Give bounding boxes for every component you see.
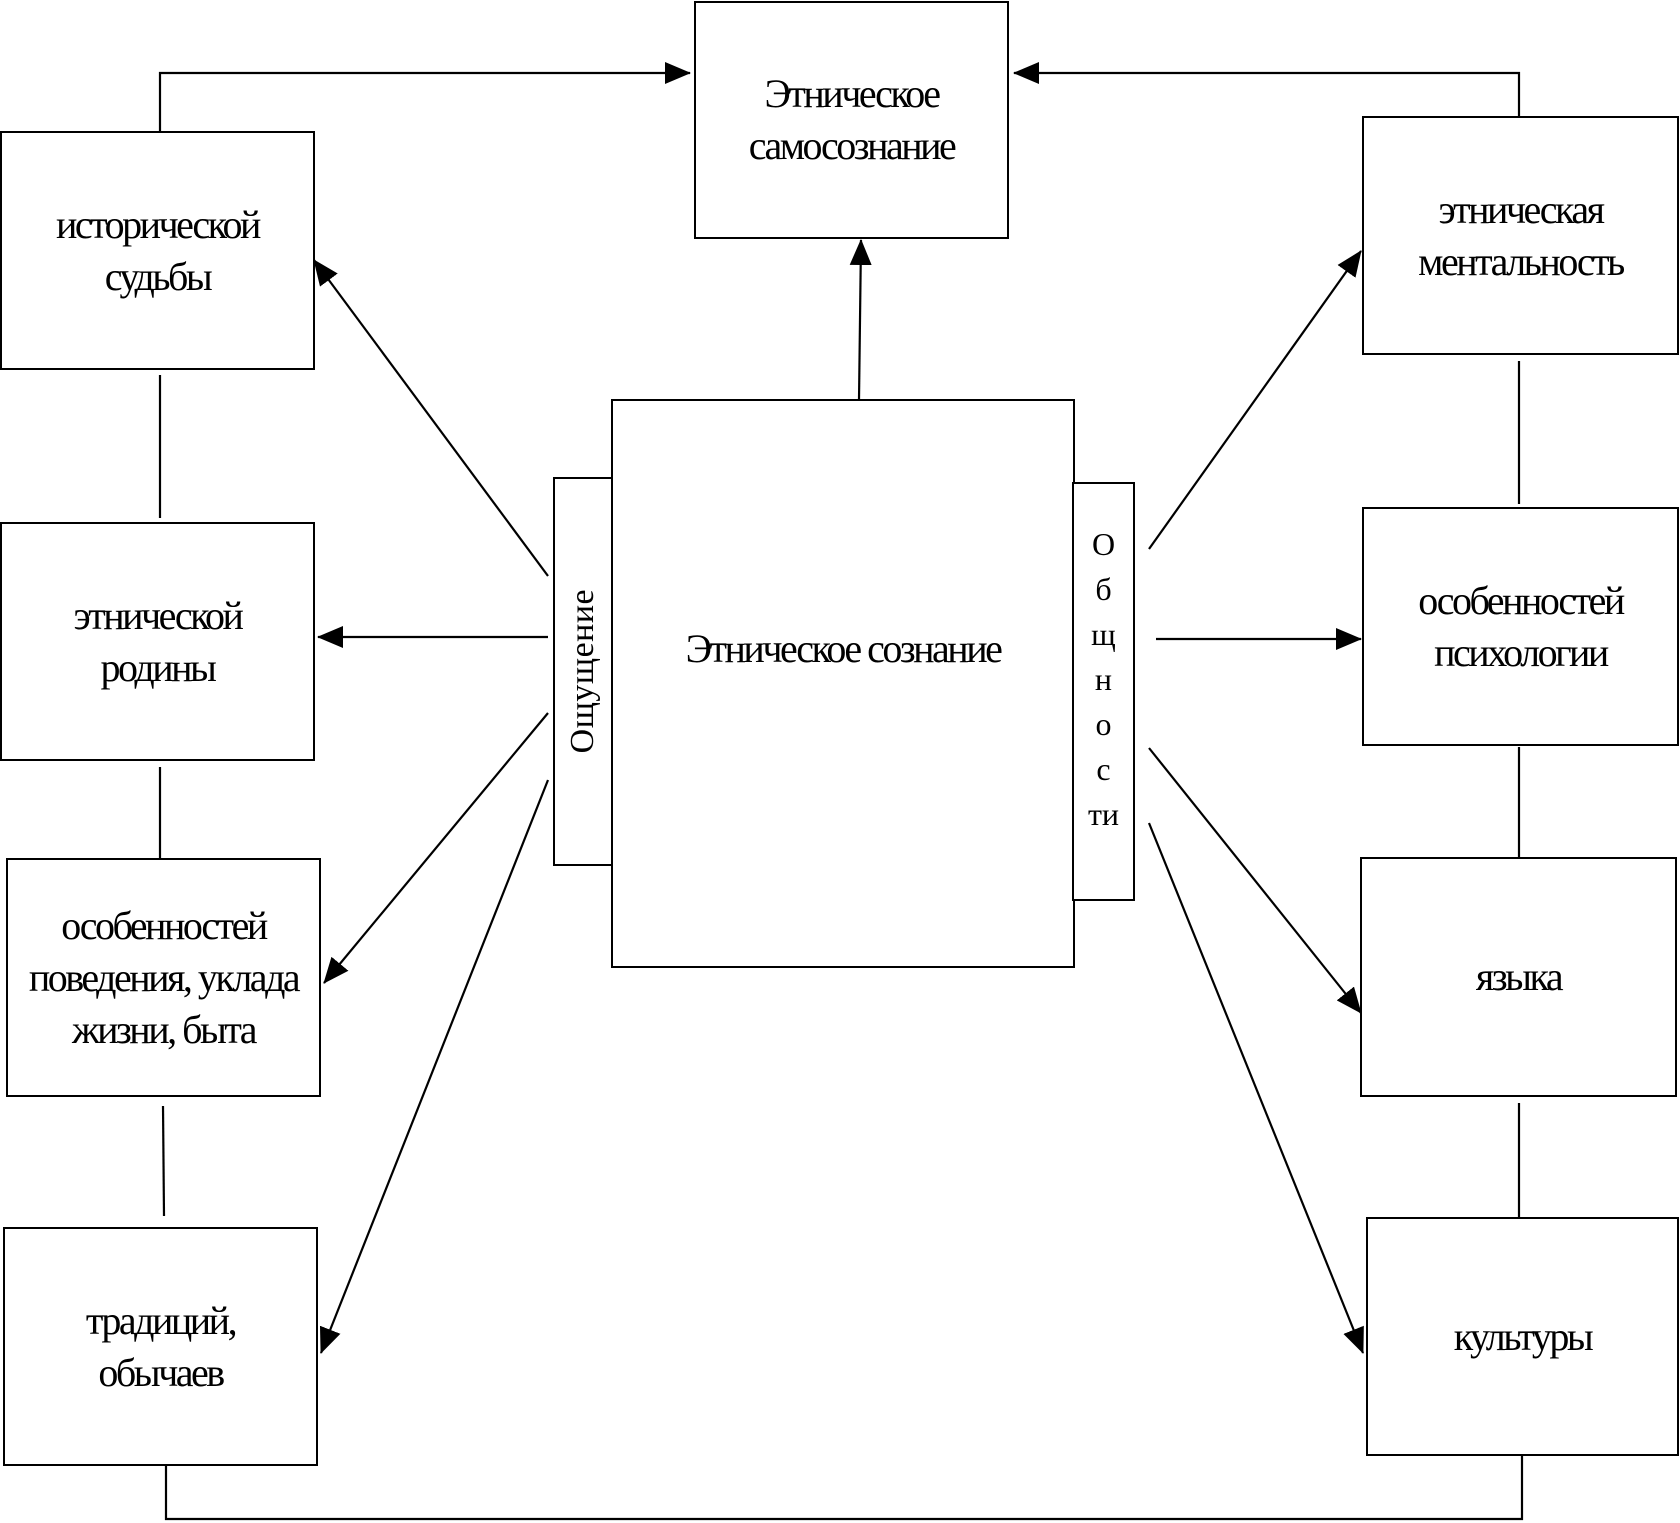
band-community: О б щ н о с ти	[1072, 482, 1135, 901]
band-sensation: Ощущение	[553, 477, 613, 866]
node-behavior: особенностей поведения, уклада жизни, бы…	[6, 858, 321, 1097]
node-self-awareness-label: Этническое самосознание	[748, 71, 957, 168]
node-consciousness-label: Этническое сознание	[685, 626, 1003, 671]
node-culture-label: культуры	[1453, 1313, 1594, 1359]
band-community-letter: н	[1094, 661, 1113, 697]
band-community-letter: ти	[1087, 796, 1120, 832]
link-history-to-self-awareness	[158, 62, 691, 132]
band-community-letters: О б щ н о с ти	[1088, 522, 1119, 837]
band-community-letter: О	[1091, 526, 1116, 562]
node-behavior-label: особенностей поведения, уклада жизни, бы…	[28, 902, 301, 1052]
arrow-to-culture	[1147, 822, 1365, 1354]
band-sensation-label: Ощущение	[563, 589, 601, 754]
band-community-letter: с	[1096, 751, 1111, 787]
node-homeland: этнической родины	[0, 522, 315, 761]
node-language: языка	[1360, 857, 1677, 1097]
node-consciousness: Этническое сознание	[611, 399, 1075, 968]
node-historical-fate: исторической судьбы	[0, 131, 315, 370]
node-psychology: особенностей психологии	[1362, 507, 1679, 746]
node-mentality-label: этническая ментальность	[1418, 186, 1625, 284]
node-psychology-label: особенностей психологии	[1418, 577, 1625, 675]
link-left-chain-3	[161, 1105, 166, 1217]
node-homeland-label: этнической родины	[73, 592, 244, 690]
band-community-letter: б	[1095, 571, 1112, 607]
arrow-to-mentality	[1148, 250, 1362, 550]
arrow-to-history	[313, 259, 549, 577]
link-bottom-connector	[164, 1456, 1524, 1521]
arrow-to-language	[1148, 747, 1362, 1014]
band-community-letter: о	[1095, 706, 1112, 742]
link-consciousness-to-self-awareness	[849, 239, 872, 401]
link-mentality-to-self-awareness	[1013, 62, 1521, 116]
arrow-to-traditions	[319, 779, 550, 1354]
node-culture: культуры	[1366, 1217, 1679, 1456]
node-language-label: языка	[1475, 954, 1564, 999]
node-self-awareness: Этническое самосознание	[694, 1, 1009, 239]
node-historical-fate-label: исторической судьбы	[56, 201, 261, 299]
band-community-letter: щ	[1091, 616, 1116, 652]
arrow-to-behavior	[323, 712, 549, 984]
node-traditions: традиций, обычаев	[3, 1227, 318, 1466]
node-traditions-label: традиций, обычаев	[85, 1297, 238, 1395]
node-mentality: этническая ментальность	[1362, 116, 1679, 355]
